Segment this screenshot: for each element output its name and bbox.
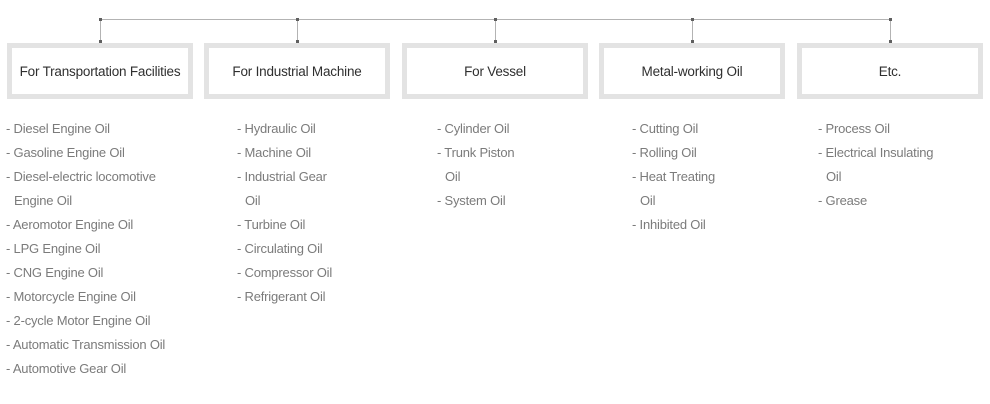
list-item: - Process Oil [818,121,890,136]
connector-node-dot [691,40,694,43]
list-item: - Heat Treating Oil [632,169,715,208]
list-item: - Electrical Insulating Oil [818,145,934,184]
list-item: - LPG Engine Oil [6,241,101,256]
category-item-list: - Hydraulic Oil - Machine Oil - Industrial… [237,117,332,309]
category-title: For Industrial Machine [232,63,362,79]
list-item: - Rolling Oil [632,145,697,160]
category-box: For Transportation Facilities [7,43,193,99]
connector-node-dot [296,40,299,43]
connector-node-dot [691,18,694,21]
connector-node-dot [889,40,892,43]
list-item: - Machine Oil [237,145,311,160]
category-title: Metal-working Oil [641,63,743,79]
list-item: - CNG Engine Oil [6,265,104,280]
category-item-list: - Process Oil - Electrical Insulating Oil… [818,117,934,213]
connector-branch-line [495,19,496,43]
connector-branch-line [692,19,693,43]
category-item-list: - Cylinder Oil - Trunk Piston Oil - System… [437,117,515,213]
list-item: - Diesel-electric locomotive Engine Oil [6,169,156,208]
list-item: - Industrial Gear Oil [237,169,327,208]
category-item-list: - Diesel Engine Oil - Gasoline Engine Oil… [6,117,165,381]
list-item: - System Oil [437,193,506,208]
category-title: Etc. [878,63,902,79]
list-item: - Inhibited Oil [632,217,706,232]
connector-node-dot [99,18,102,21]
connector-node-dot [494,18,497,21]
list-item: - 2-cycle Motor Engine Oil [6,313,151,328]
list-item: - Grease [818,193,867,208]
list-item: - Diesel Engine Oil [6,121,110,136]
category-title: For Vessel [464,63,526,79]
category-item-list: - Cutting Oil - Rolling Oil - Heat Treatin… [632,117,715,237]
list-item: - Automotive Gear Oil [6,361,127,376]
list-item: - Trunk Piston Oil [437,145,515,184]
connector-branch-line [100,19,101,43]
connector-node-dot [494,40,497,43]
list-item: - Circulating Oil [237,241,323,256]
connector-node-dot [296,18,299,21]
list-item: - Aeromotor Engine Oil [6,217,134,232]
connector-branch-line [297,19,298,43]
list-item: - Hydraulic Oil [237,121,316,136]
connector-node-dot [889,18,892,21]
list-item: - Gasoline Engine Oil [6,145,125,160]
category-title: For Transportation Facilities [19,63,181,79]
connector-node-dot [99,40,102,43]
list-item: - Cutting Oil [632,121,699,136]
list-item: - Compressor Oil [237,265,333,280]
category-box: Metal-working Oil [599,43,785,99]
list-item: - Refrigerant Oil [237,289,326,304]
list-item: - Turbine Oil [237,217,306,232]
list-item: - Cylinder Oil [437,121,510,136]
category-box: For Industrial Machine [204,43,390,99]
category-box: For Vessel [402,43,588,99]
connector-branch-line [890,19,891,43]
list-item: - Motorcycle Engine Oil [6,289,136,304]
list-item: - Automatic Transmission Oil [6,337,166,352]
category-box: Etc. [797,43,983,99]
